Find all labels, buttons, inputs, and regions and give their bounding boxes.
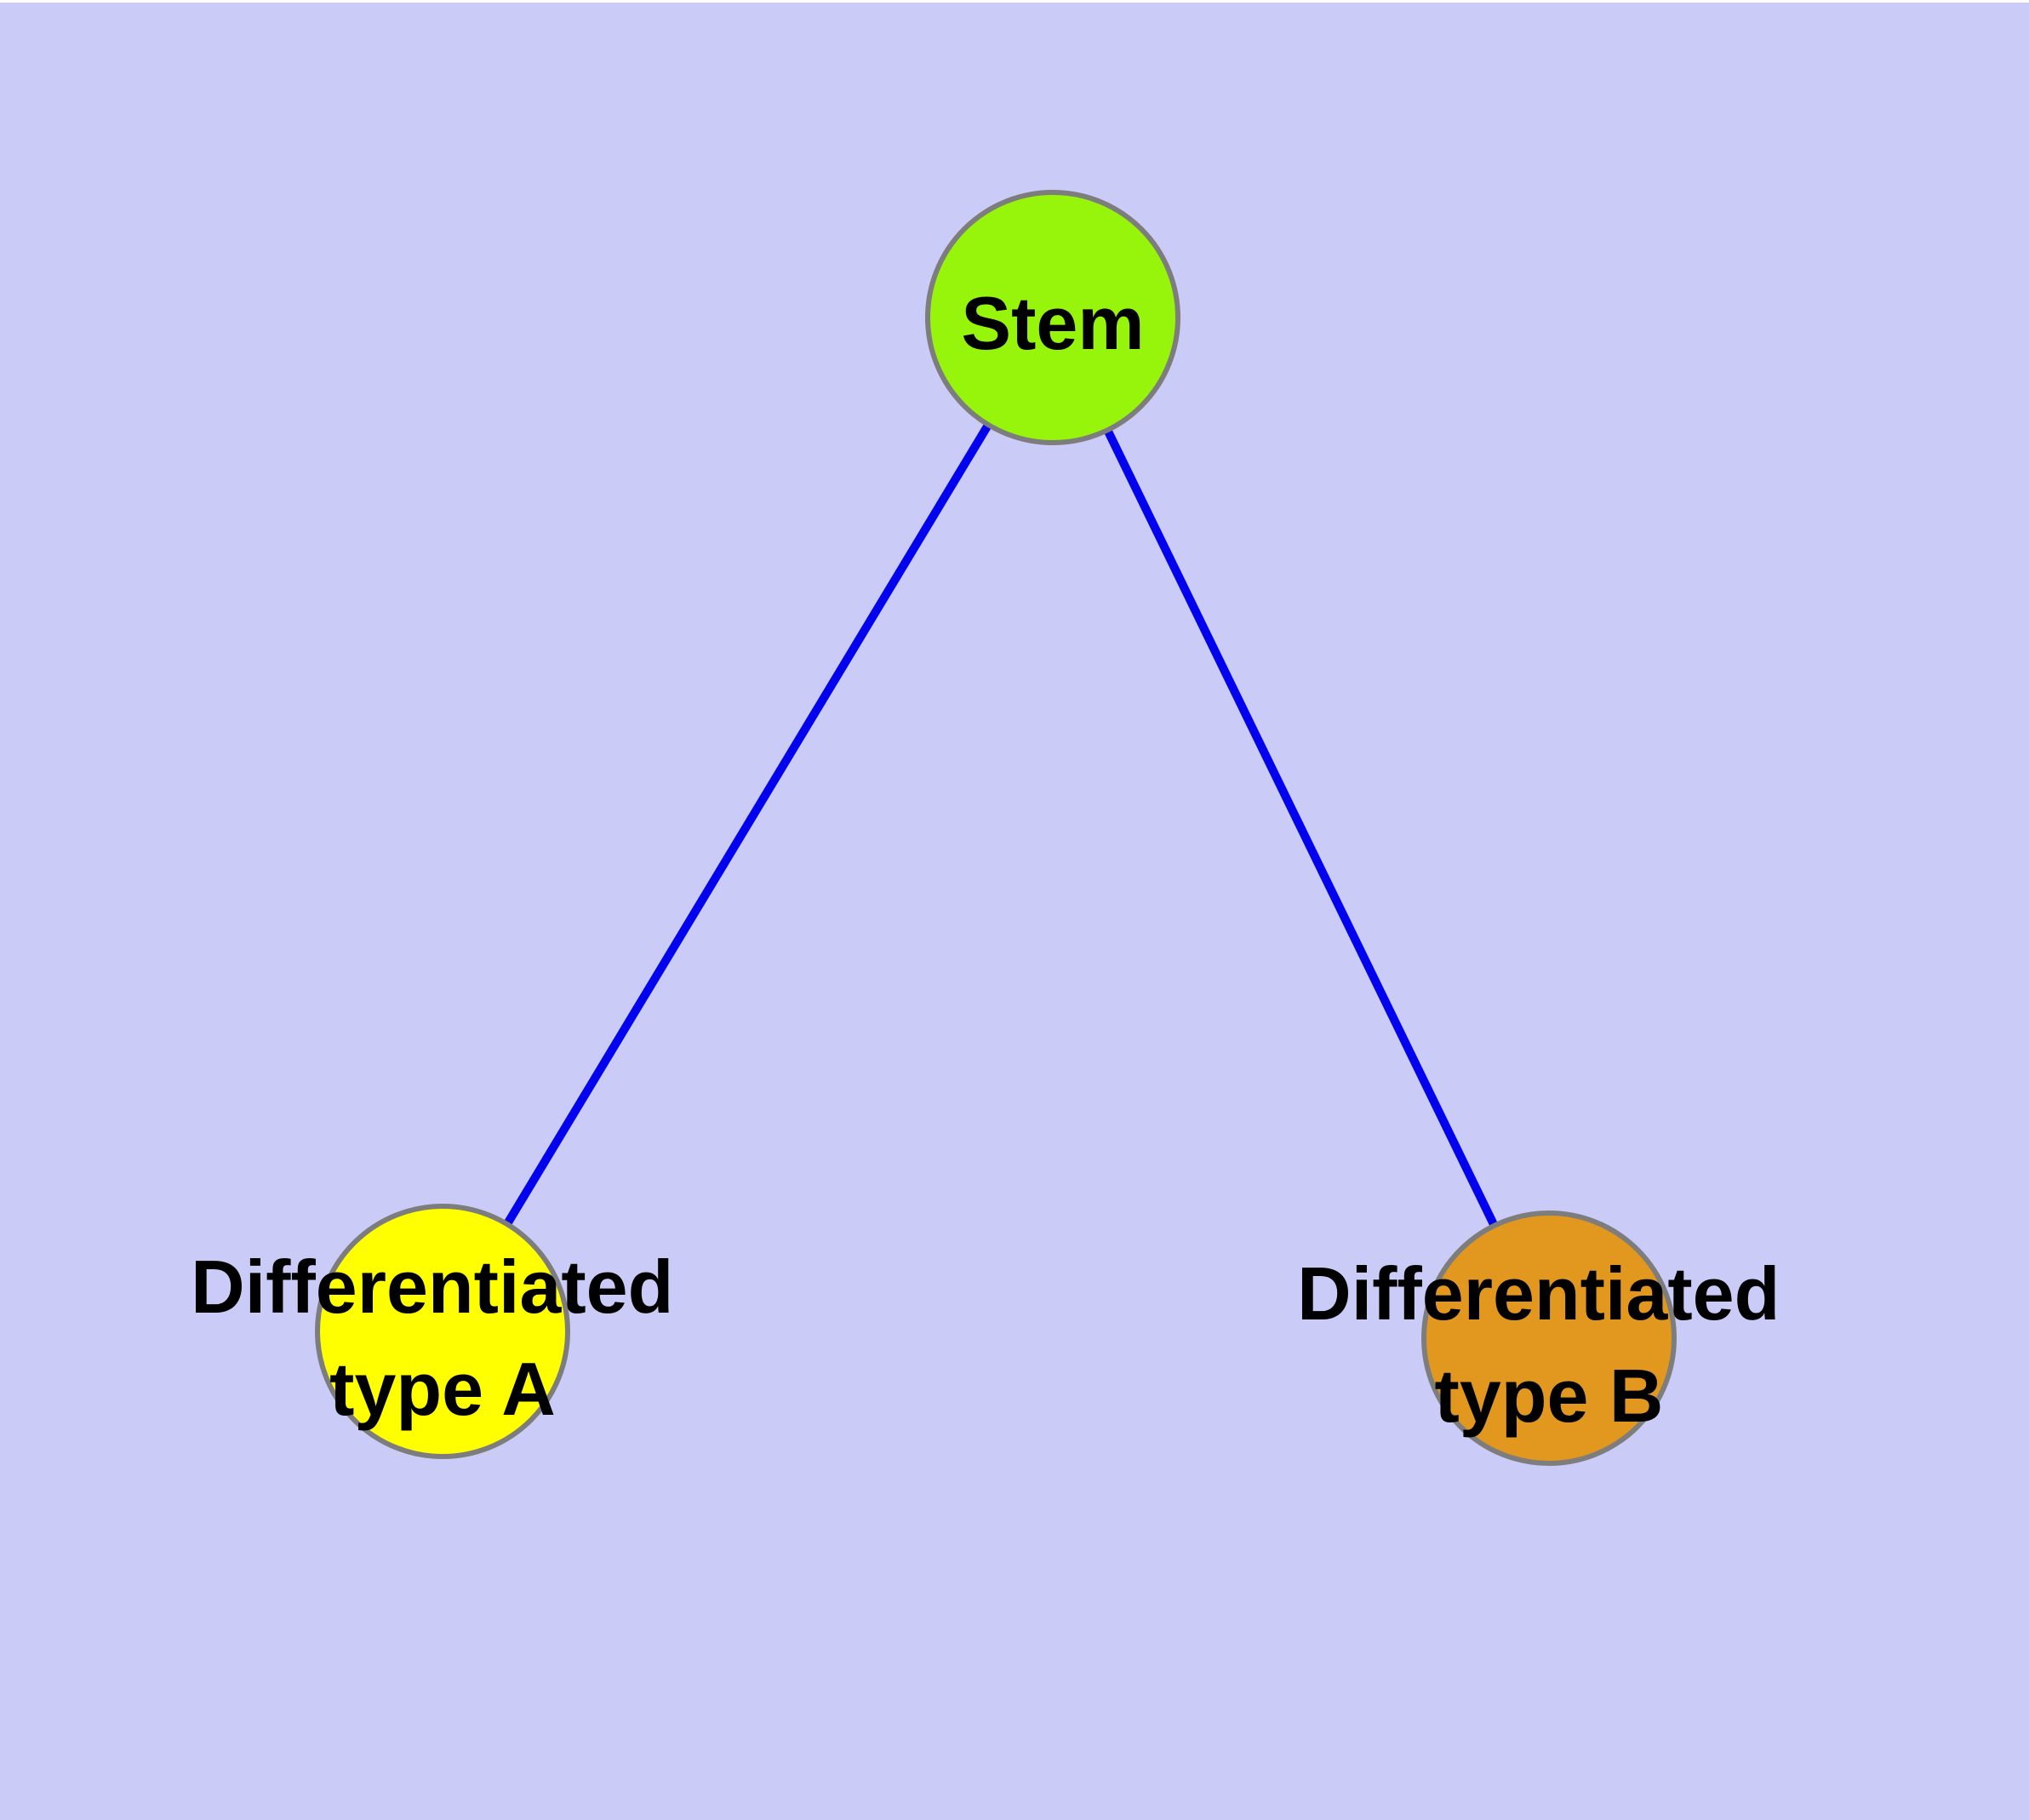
node-type-b-label-line2: type B (1435, 1354, 1664, 1438)
node-type-a-label: Differentiated type A (191, 1245, 694, 1431)
node-type-b-circle (1421, 1210, 1677, 1466)
node-type-a-label-line1: Differentiated (191, 1245, 673, 1329)
edge-stem-to-type-a (438, 315, 1057, 1334)
node-differentiated-type-a: Differentiated type A (191, 1204, 694, 1459)
node-type-b-label-line1: Differentiated (1297, 1251, 1780, 1336)
node-type-b-label: Differentiated type B (1297, 1251, 1801, 1438)
node-stem: Stem (925, 190, 1180, 445)
node-stem-label: Stem (961, 281, 1144, 365)
node-stem-circle (925, 190, 1180, 445)
node-type-a-label-line2: type A (329, 1347, 556, 1431)
node-differentiated-type-b: Differentiated type B (1297, 1210, 1801, 1466)
node-type-a-circle (315, 1204, 570, 1459)
edge-stem-to-type-b (1049, 315, 1553, 1341)
